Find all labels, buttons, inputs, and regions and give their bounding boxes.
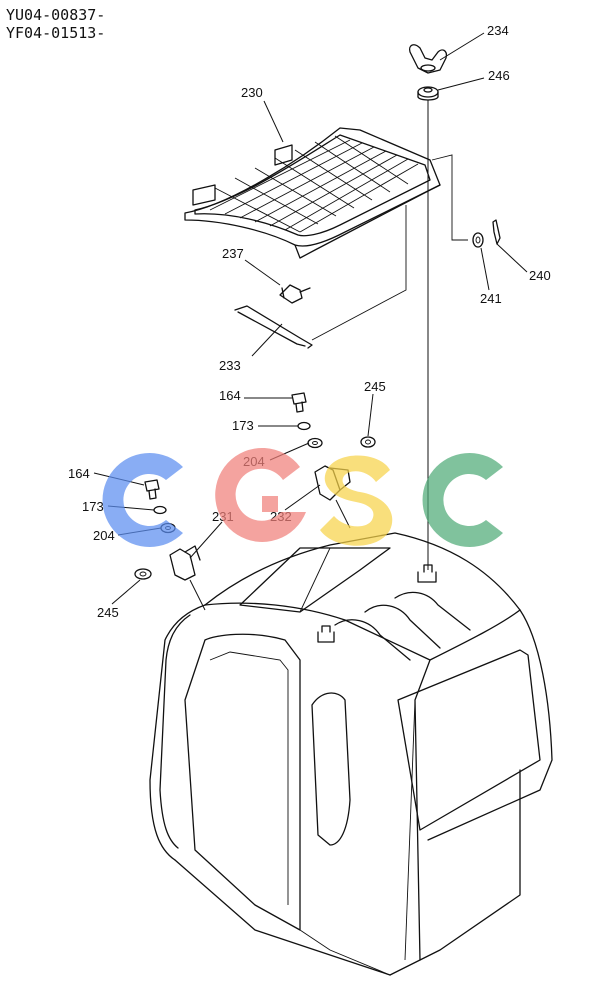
- cab-body: [149, 532, 553, 976]
- watermark-logo: [102, 447, 503, 547]
- washer-245-lower: [134, 568, 152, 580]
- callout-241: 241: [480, 291, 502, 306]
- bolt-164-upper: [291, 392, 307, 413]
- washer-245-upper: [360, 436, 376, 448]
- callout-245-upper: 245: [364, 379, 386, 394]
- washer-241: [472, 232, 484, 248]
- plate-204-upper: [307, 437, 323, 449]
- model-code-2: YF04-01513-: [6, 24, 106, 42]
- callout-246: 246: [488, 68, 510, 83]
- mesh-grid: [209, 135, 419, 233]
- washer-173-upper: [297, 421, 311, 431]
- callout-173-upper: 173: [232, 418, 254, 433]
- rod-233: [234, 305, 313, 349]
- callout-233: 233: [219, 358, 241, 373]
- callout-237: 237: [222, 246, 244, 261]
- hinge-guide-lower: [189, 579, 206, 611]
- hinge-231: [169, 545, 201, 581]
- watermark-letter-s: [320, 455, 393, 546]
- hinge-guide-upper: [335, 499, 351, 529]
- washer-173-lower: [153, 505, 167, 515]
- callout-173-lower: 173: [82, 499, 104, 514]
- wing-nut-234: [408, 44, 448, 74]
- assembly-lines: [311, 154, 468, 341]
- bolt-164-lower: [144, 479, 160, 500]
- watermark-letter-g: [215, 447, 306, 542]
- washer-246: [417, 86, 439, 101]
- roof-screen-230: [184, 127, 441, 259]
- plunger-237: [279, 284, 311, 304]
- callout-230: 230: [241, 85, 263, 100]
- pin-240: [492, 219, 501, 245]
- watermark-letter-c2: [422, 453, 503, 547]
- callout-234: 234: [487, 23, 509, 38]
- callout-164-lower: 164: [68, 466, 90, 481]
- watermark-letter-c1: [102, 453, 183, 547]
- callout-240: 240: [529, 268, 551, 283]
- callout-245-lower: 245: [97, 605, 119, 620]
- callout-204-lower: 204: [93, 528, 115, 543]
- model-code-1: YU04-00837-: [6, 6, 106, 24]
- callout-164-upper: 164: [219, 388, 241, 403]
- leader-lines: [93, 32, 528, 605]
